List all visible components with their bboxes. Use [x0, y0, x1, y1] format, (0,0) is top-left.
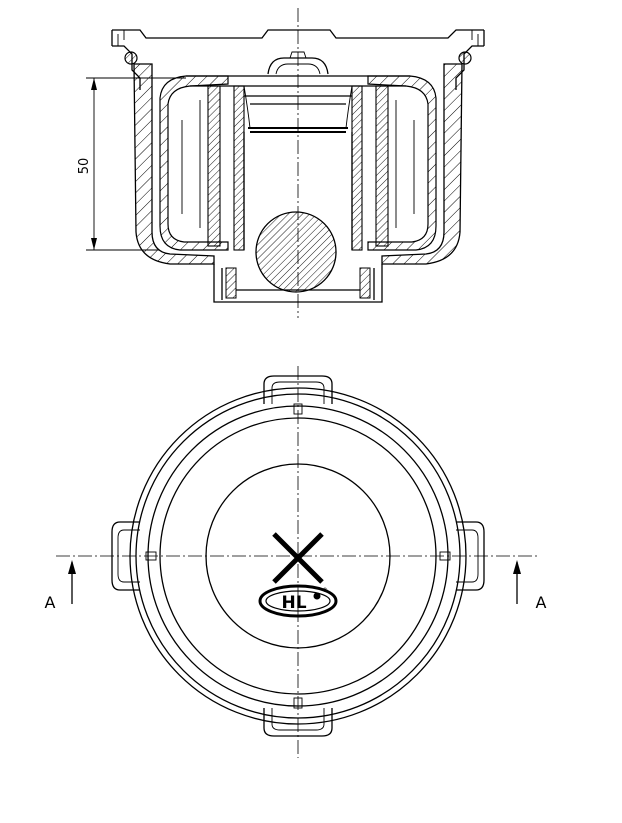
section-label-right: A	[536, 593, 547, 612]
section-indicator-right: A	[513, 560, 547, 612]
logo-mark: ®	[322, 587, 328, 594]
dimension-label: 50	[77, 158, 92, 175]
section-indicator-left: A	[45, 560, 76, 612]
section-view: 50	[77, 8, 485, 318]
logo-text: HL	[281, 593, 306, 613]
hl-logo: HL ®	[258, 584, 338, 618]
dimension-50: 50	[77, 77, 186, 251]
section-label-left: A	[45, 593, 56, 612]
float-ball	[255, 211, 337, 293]
cross-mark	[272, 532, 324, 584]
plan-view: HL ® A A	[45, 366, 547, 758]
